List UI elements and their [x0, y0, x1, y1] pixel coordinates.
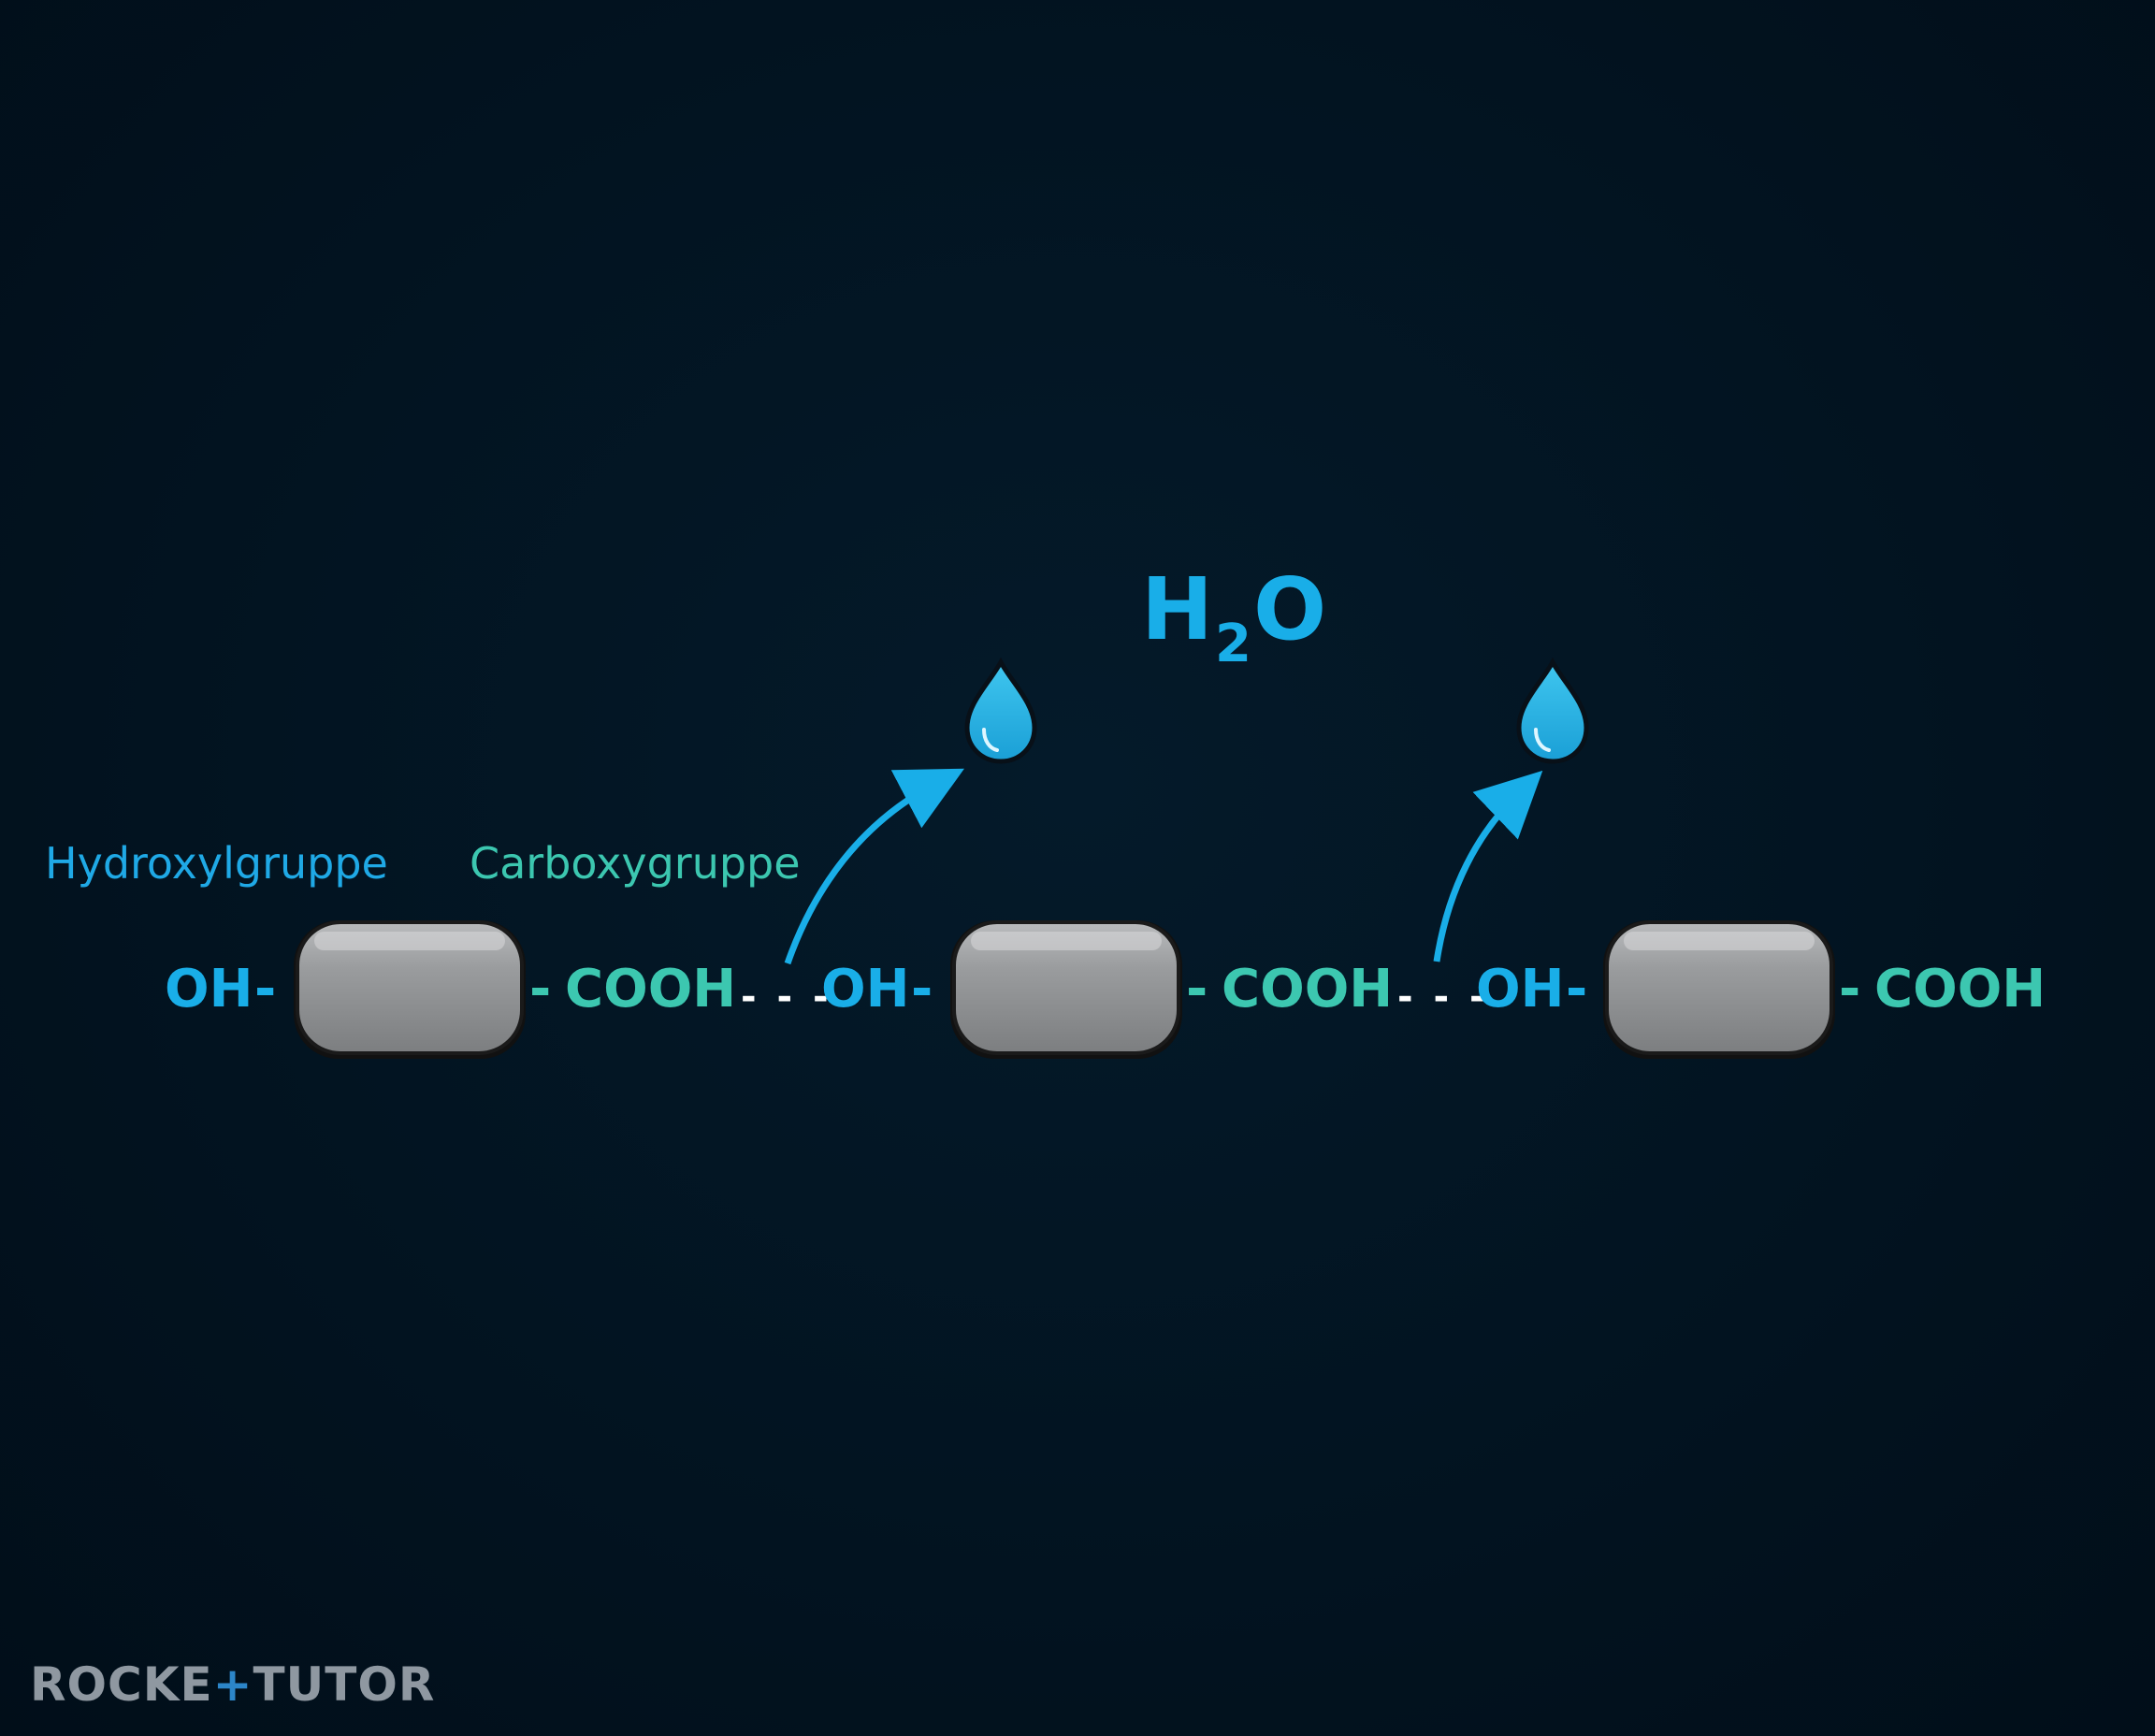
ester-link-2: - - - [1397, 976, 1489, 1019]
label-hydroxyl-group: Hydroxylgruppe [45, 838, 388, 889]
hydroxyl-group-1: OH [165, 959, 253, 1020]
hydroxyl-group-3: OH [1476, 959, 1565, 1020]
bond-3: - [911, 959, 933, 1020]
water-drop-icon [1516, 657, 1589, 764]
curved-arrow-icon [1433, 770, 1543, 962]
carboxy-group-2: COOH [1222, 959, 1394, 1020]
bond-4: - [1186, 959, 1208, 1020]
logo-part-1: ROCKE [30, 1657, 213, 1712]
carboxy-group-3: COOH [1874, 959, 2047, 1020]
bond-5: - [1566, 959, 1588, 1020]
water-formula: H2O [1141, 563, 1326, 675]
monomer-3 [1603, 920, 1835, 1059]
water-drop-icon [964, 657, 1037, 764]
water-h: H [1141, 559, 1213, 659]
water-subscript: 2 [1215, 614, 1251, 674]
water-o: O [1252, 559, 1327, 659]
ester-link-1: - - - [741, 976, 832, 1019]
bond-6: - [1839, 959, 1861, 1020]
logo-part-2: TUTOR [253, 1657, 436, 1712]
hydroxyl-group-2: OH [821, 959, 910, 1020]
logo-plus: + [212, 1657, 253, 1712]
monomer-1 [294, 920, 526, 1059]
bond-2: - [529, 959, 552, 1020]
monomer-2 [950, 920, 1182, 1059]
bond-1: - [254, 959, 277, 1020]
carboxy-group-1: COOH [565, 959, 737, 1020]
label-carboxy-group: Carboxygruppe [470, 838, 801, 889]
brand-logo: ROCKE+TUTOR [30, 1657, 435, 1712]
curved-arrow-icon [784, 768, 964, 965]
